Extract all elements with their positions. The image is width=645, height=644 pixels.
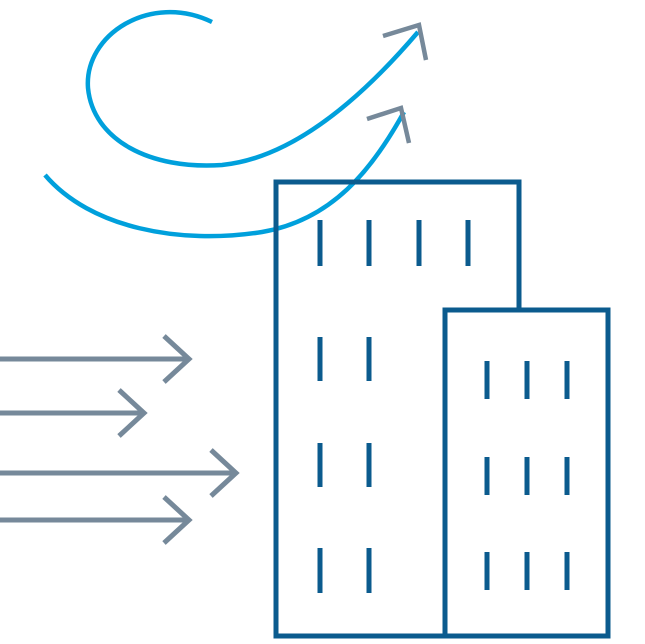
airflow-curve-upper [85, 10, 420, 168]
airflow-curve-lower [43, 110, 406, 239]
wind-arrow-icon [0, 388, 148, 438]
airflow-arrowhead-lower-icon [366, 105, 412, 144]
airflow-arrowhead-upper-icon [382, 22, 429, 61]
wind-arrow-icon [0, 448, 240, 498]
wind-arrow-icon [0, 495, 193, 545]
wind-arrow-icon [0, 334, 193, 384]
